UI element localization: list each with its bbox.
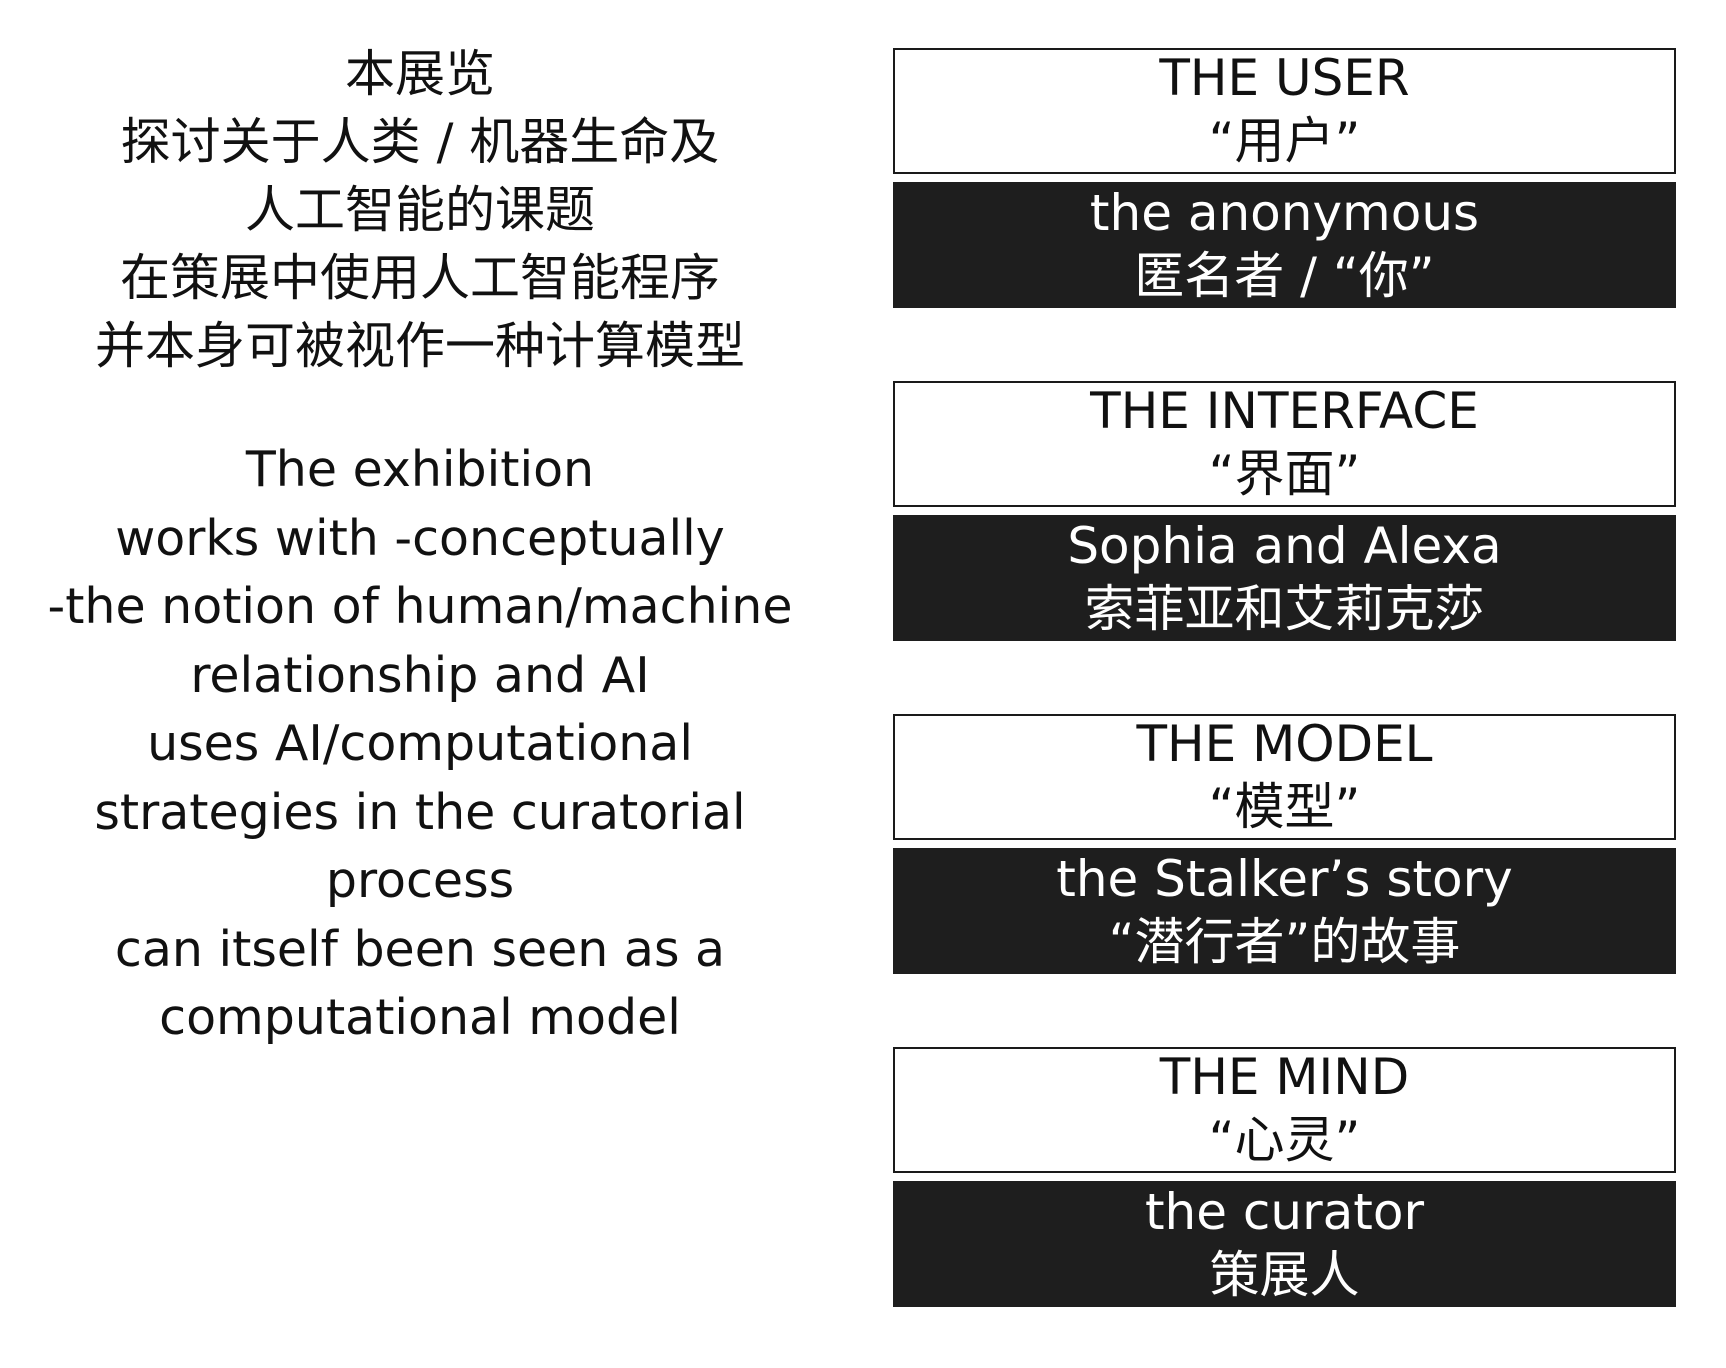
intro-text: 本展览 探讨关于人类 / 机器生命及 人工智能的课题 在策展中使用人工智能程序 … (20, 40, 820, 1053)
section-detail-zh: 匿名者 / “你” (1134, 247, 1435, 305)
section-detail-box: the anonymous 匿名者 / “你” (893, 182, 1676, 308)
section-title-box: THE MIND “心灵” (893, 1047, 1676, 1173)
section-title-zh: “模型” (1208, 778, 1361, 836)
intro-zh-line: 人工智能的课题 (245, 181, 595, 239)
intro-zh-line: 探讨关于人类 / 机器生命及 (120, 113, 720, 171)
intro-zh-line: 并本身可被视作一种计算模型 (95, 317, 745, 375)
section-title-zh: “界面” (1208, 445, 1361, 503)
intro-en-line: -the notion of human/machine (47, 578, 793, 635)
section-title-zh: “用户” (1208, 112, 1361, 170)
intro-en-line: can itself been seen as a (114, 920, 726, 978)
section-model: THE MODEL “模型” the Stalker’s story “潜行者”… (893, 714, 1676, 974)
intro-en-line: process (325, 852, 515, 909)
sections-column: THE USER “用户” the anonymous 匿名者 / “你” TH… (893, 48, 1676, 1307)
intro-en-line: strategies in the curatorial (94, 783, 746, 841)
intro-en-line: computational model (159, 989, 681, 1046)
section-title-en: THE MODEL (1136, 715, 1433, 773)
section-title-zh: “心灵” (1208, 1111, 1361, 1169)
section-title-en: THE INTERFACE (1090, 382, 1479, 440)
intro-zh-line: 在策展中使用人工智能程序 (120, 249, 720, 307)
section-detail-en: the anonymous (1089, 184, 1480, 242)
section-detail-box: Sophia and Alexa 索菲亚和艾莉克莎 (893, 515, 1676, 641)
intro-english: The exhibition works with -conceptually … (20, 436, 820, 1053)
section-detail-zh: 策展人 (1209, 1246, 1360, 1304)
section-title-box: THE USER “用户” (893, 48, 1676, 174)
section-title-box: THE INTERFACE “界面” (893, 381, 1676, 507)
intro-zh-line: 本展览 (345, 45, 495, 103)
section-detail-box: the Stalker’s story “潜行者”的故事 (893, 848, 1676, 974)
section-mind: THE MIND “心灵” the curator 策展人 (893, 1047, 1676, 1307)
section-detail-zh: “潜行者”的故事 (1108, 913, 1461, 971)
section-detail-box: the curator 策展人 (893, 1181, 1676, 1307)
section-detail-en: the curator (1144, 1183, 1425, 1241)
intro-en-line: uses AI/computational (147, 715, 693, 772)
intro-en-line: relationship and AI (190, 646, 650, 704)
section-title-en: THE USER (1159, 49, 1410, 107)
section-detail-en: the Stalker’s story (1056, 850, 1513, 908)
intro-en-line: works with -conceptually (115, 509, 725, 567)
intro-en-line: The exhibition (245, 441, 595, 498)
section-interface: THE INTERFACE “界面” Sophia and Alexa 索菲亚和… (893, 381, 1676, 641)
section-title-en: THE MIND (1159, 1048, 1410, 1106)
intro-chinese: 本展览 探讨关于人类 / 机器生命及 人工智能的课题 在策展中使用人工智能程序 … (20, 40, 820, 380)
section-user: THE USER “用户” the anonymous 匿名者 / “你” (893, 48, 1676, 308)
section-detail-en: Sophia and Alexa (1067, 517, 1502, 575)
section-detail-zh: 索菲亚和艾莉克莎 (1084, 580, 1485, 638)
section-title-box: THE MODEL “模型” (893, 714, 1676, 840)
